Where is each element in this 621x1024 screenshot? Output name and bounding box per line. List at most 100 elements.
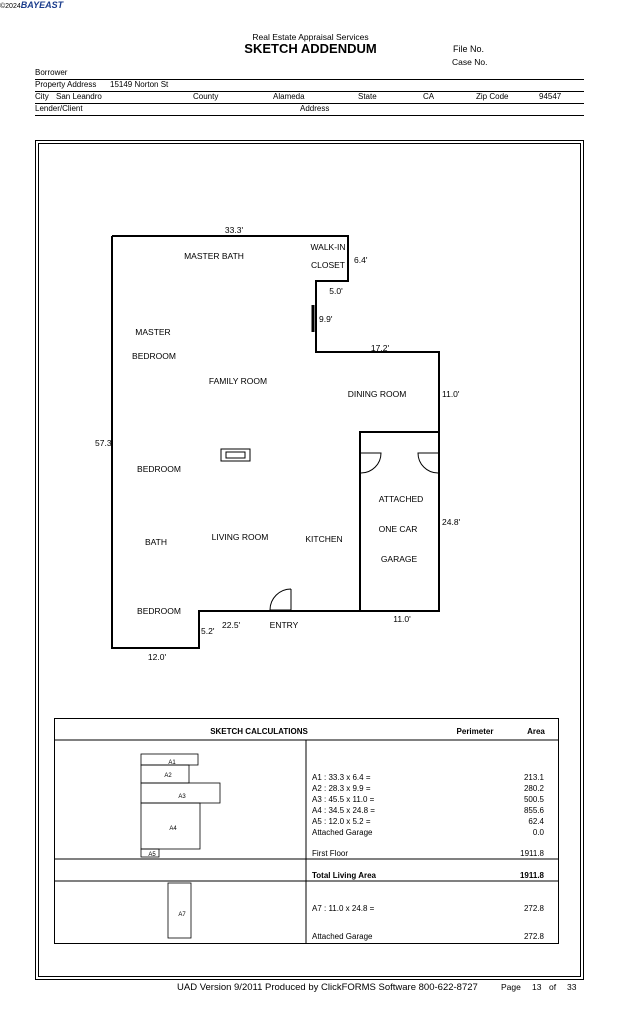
address-label: Address [300, 104, 330, 113]
state-value: CA [423, 92, 435, 101]
file-no-label: File No. [453, 44, 485, 54]
door-swings [269, 452, 439, 611]
logo-year: ©2024 [0, 3, 21, 10]
lender-row: Lender/Client Address [35, 103, 584, 116]
calc-line-value: 855.6 [524, 806, 545, 815]
garage-door-right [417, 452, 439, 474]
box-a1-label: A1 [168, 760, 176, 766]
calc-line-value: 213.1 [524, 773, 545, 782]
sketch-calculations: SKETCH CALCULATIONS Perimeter Area A1 : … [54, 718, 559, 944]
room-master-1: MASTER [135, 327, 170, 337]
dim-walkin-side: 6.4' [354, 255, 368, 265]
dim-garage-bottom: 11.0' [393, 614, 411, 624]
calc-line-value: 500.5 [524, 795, 545, 804]
bayeast-logo: ©2024BAYEAST [0, 0, 63, 10]
header-subtitle: Real Estate Appraisal Services [252, 32, 369, 42]
borrower-label: Borrower [35, 68, 68, 77]
room-walkin-2: CLOSET [311, 260, 345, 270]
borrower-row: Borrower [35, 67, 584, 80]
calc-table: SKETCH CALCULATIONS Perimeter Area A1 : … [55, 727, 558, 943]
fireplace [220, 448, 251, 462]
dim-vert: 9.9' [319, 314, 333, 324]
calc-title: SKETCH CALCULATIONS [210, 727, 308, 736]
city-label: City [35, 92, 49, 101]
property-value: 15149 Norton St [110, 80, 169, 89]
dim-step: 5.0' [329, 286, 343, 296]
area-boxes [140, 753, 221, 939]
city-row: City San Leandro County Alameda State CA… [35, 91, 584, 104]
calc-line-label: A2 : 28.3 x 9.9 = [312, 784, 371, 793]
calc-line-label: A1 : 33.3 x 6.4 = [312, 773, 371, 782]
calc-line-label: A3 : 45.5 x 11.0 = [312, 795, 375, 804]
room-garage-3: GARAGE [381, 554, 418, 564]
room-master-bath: MASTER BATH [184, 251, 244, 261]
page-title: SKETCH ADDENDUM [244, 41, 377, 56]
box-a5-label: A5 [148, 852, 156, 858]
entry-door [269, 588, 292, 611]
calc-line-label: Attached Garage [312, 828, 373, 837]
footer-page-total: 33 [567, 982, 577, 992]
room-garage-2: ONE CAR [379, 524, 418, 534]
room-living: LIVING ROOM [212, 532, 269, 542]
house-outline [111, 235, 440, 649]
box-a7 [167, 882, 192, 939]
calc-line-value: 280.2 [524, 784, 545, 793]
room-bedroom-1: BEDROOM [137, 464, 181, 474]
room-walkin-1: WALK-IN [310, 242, 345, 252]
zip-label: Zip Code [476, 92, 509, 101]
state-label: State [358, 92, 377, 101]
case-no-label: Case No. [452, 57, 488, 67]
box-a4-label: A4 [169, 826, 177, 832]
dim-entry-w: 22.5' [222, 620, 241, 630]
dim-garage-side: 24.8' [442, 517, 461, 527]
footer-of: of [549, 982, 557, 992]
box-a7-label: A7 [178, 912, 186, 918]
dim-entry-h: 5.2' [201, 626, 215, 636]
a7-label: A7 : 11.0 x 24.8 = [312, 904, 375, 913]
lender-label: Lender/Client [35, 104, 83, 113]
room-master-2: BEDROOM [132, 351, 176, 361]
box-a2-label: A2 [164, 773, 172, 779]
first-floor-value: 1911.8 [520, 849, 544, 858]
calc-line-label: A5 : 12.0 x 5.2 = [312, 817, 371, 826]
floor-plan: 33.3' 6.4' 5.0' 9.9' 17.2' 11.0' 57.3 24… [95, 225, 461, 662]
calc-line-value: 0.0 [533, 828, 545, 837]
city-value: San Leandro [56, 92, 102, 101]
sketch-frame [35, 140, 584, 980]
logo-brand: BAYEAST [20, 0, 64, 10]
box-a4 [140, 802, 201, 850]
box-a5 [140, 848, 160, 858]
property-row: Property Address 15149 Norton St [35, 79, 584, 92]
first-floor-label: First Floor [312, 849, 348, 858]
plan-walls [111, 235, 440, 649]
room-bedroom-2: BEDROOM [137, 606, 181, 616]
room-entry: ENTRY [270, 620, 299, 630]
property-label: Property Address [35, 80, 97, 89]
area-header: Area [527, 727, 545, 736]
garage-label: Attached Garage [312, 932, 373, 941]
county-label: County [193, 92, 219, 101]
a7-value: 272.8 [524, 904, 545, 913]
total-living-value: 1911.8 [520, 871, 545, 880]
room-family: FAMILY ROOM [209, 376, 267, 386]
garage-value: 272.8 [524, 932, 545, 941]
box-a3 [140, 782, 221, 804]
footer-page-number: 13 [532, 982, 542, 992]
footer-page-label: Page [501, 982, 521, 992]
dim-left: 57.3 [95, 438, 112, 448]
dim-dining-side: 11.0' [442, 389, 460, 399]
county-value: Alameda [273, 92, 305, 101]
footer-uad: UAD Version 9/2011 Produced by ClickFORM… [177, 982, 478, 993]
sketch-frame-inner [38, 143, 581, 977]
calc-line-value: 62.4 [528, 817, 544, 826]
perimeter-header: Perimeter [457, 727, 494, 736]
garage-wall [359, 431, 439, 611]
dim-bottom: 12.0' [148, 652, 167, 662]
dim-dining-top: 17.2' [371, 343, 390, 353]
total-living-label: Total Living Area [312, 871, 377, 880]
box-a3-label: A3 [178, 794, 186, 800]
room-bath: BATH [145, 537, 167, 547]
room-garage-1: ATTACHED [379, 494, 424, 504]
room-dining: DINING ROOM [348, 389, 407, 399]
zip-value: 94547 [539, 92, 562, 101]
